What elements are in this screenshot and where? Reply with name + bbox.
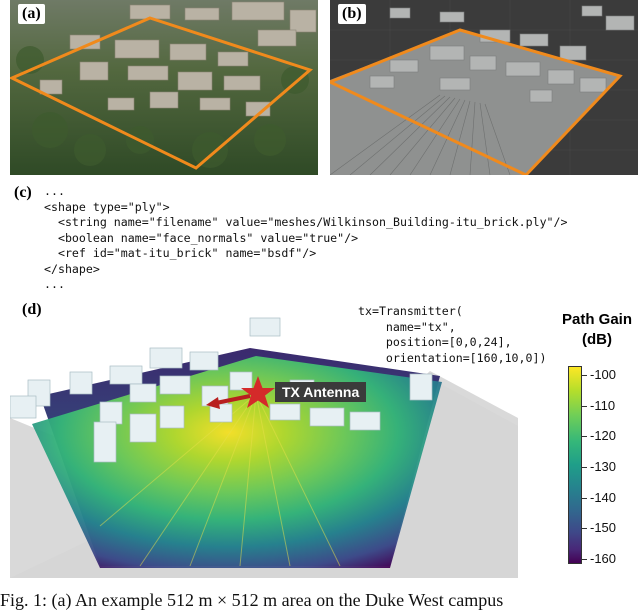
panel-a-label: (a) <box>18 4 45 24</box>
panel-c-xml: (c) ... <shape type="ply"> <string name=… <box>0 178 640 296</box>
colorbar-title-line1: Path Gain <box>552 310 640 330</box>
aerial-photo <box>10 0 318 175</box>
code-line: </shape> <box>44 262 100 276</box>
colorbar-tick-label: -120 <box>590 429 616 443</box>
code-line: <ref id="mat-itu_brick" name="bsdf"/> <box>44 246 316 260</box>
figure-caption: Fig. 1: (a) An example 512 m × 512 m are… <box>0 590 503 611</box>
colorbar-tick-label: -150 <box>590 521 616 535</box>
code-line: ... <box>44 184 65 198</box>
panel-d-label: (d) <box>18 300 46 320</box>
colorbar-tick-label: -160 <box>590 552 616 566</box>
panel-b-label: (b) <box>338 4 366 24</box>
code-line: <shape type="ply"> <box>44 200 170 214</box>
blender-mesh <box>330 0 638 175</box>
transmitter-code: tx=Transmitter( name="tx", position=[0,0… <box>358 304 546 366</box>
colorbar-tick-label: -140 <box>590 491 616 505</box>
colorbar-title: Path Gain (dB) <box>552 310 640 350</box>
code-line: ... <box>44 277 65 291</box>
code-line: <boolean name="face_normals" value="true… <box>44 231 358 245</box>
colorbar <box>568 366 582 564</box>
colorbar-tick <box>582 498 587 499</box>
colorbar-tick <box>582 436 587 437</box>
panel-a-aerial-photo: (a) <box>10 0 318 175</box>
colorbar-tick <box>582 406 587 407</box>
colorbar-tick-label: -100 <box>590 368 616 382</box>
code-line: orientation=[160,10,0]) <box>358 351 546 365</box>
colorbar-tick <box>582 559 587 560</box>
code-line: tx=Transmitter( <box>358 304 463 318</box>
tx-antenna-label: TX Antenna <box>275 382 366 402</box>
colorbar-tick <box>582 528 587 529</box>
code-line: position=[0,0,24], <box>358 335 512 349</box>
code-line: name="tx", <box>358 320 456 334</box>
colorbar-tick-label: -130 <box>590 460 616 474</box>
panel-c-label: (c) <box>14 184 32 202</box>
xml-code-block: ... <shape type="ply"> <string name="fil… <box>44 184 568 293</box>
colorbar-title-line2: (dB) <box>552 330 640 350</box>
code-line: <string name="filename" value="meshes/Wi… <box>44 215 568 229</box>
panel-b-blender-mesh: (b) <box>330 0 638 175</box>
colorbar-tick-label: -110 <box>590 399 615 413</box>
colorbar-tick <box>582 375 587 376</box>
colorbar-tick <box>582 467 587 468</box>
